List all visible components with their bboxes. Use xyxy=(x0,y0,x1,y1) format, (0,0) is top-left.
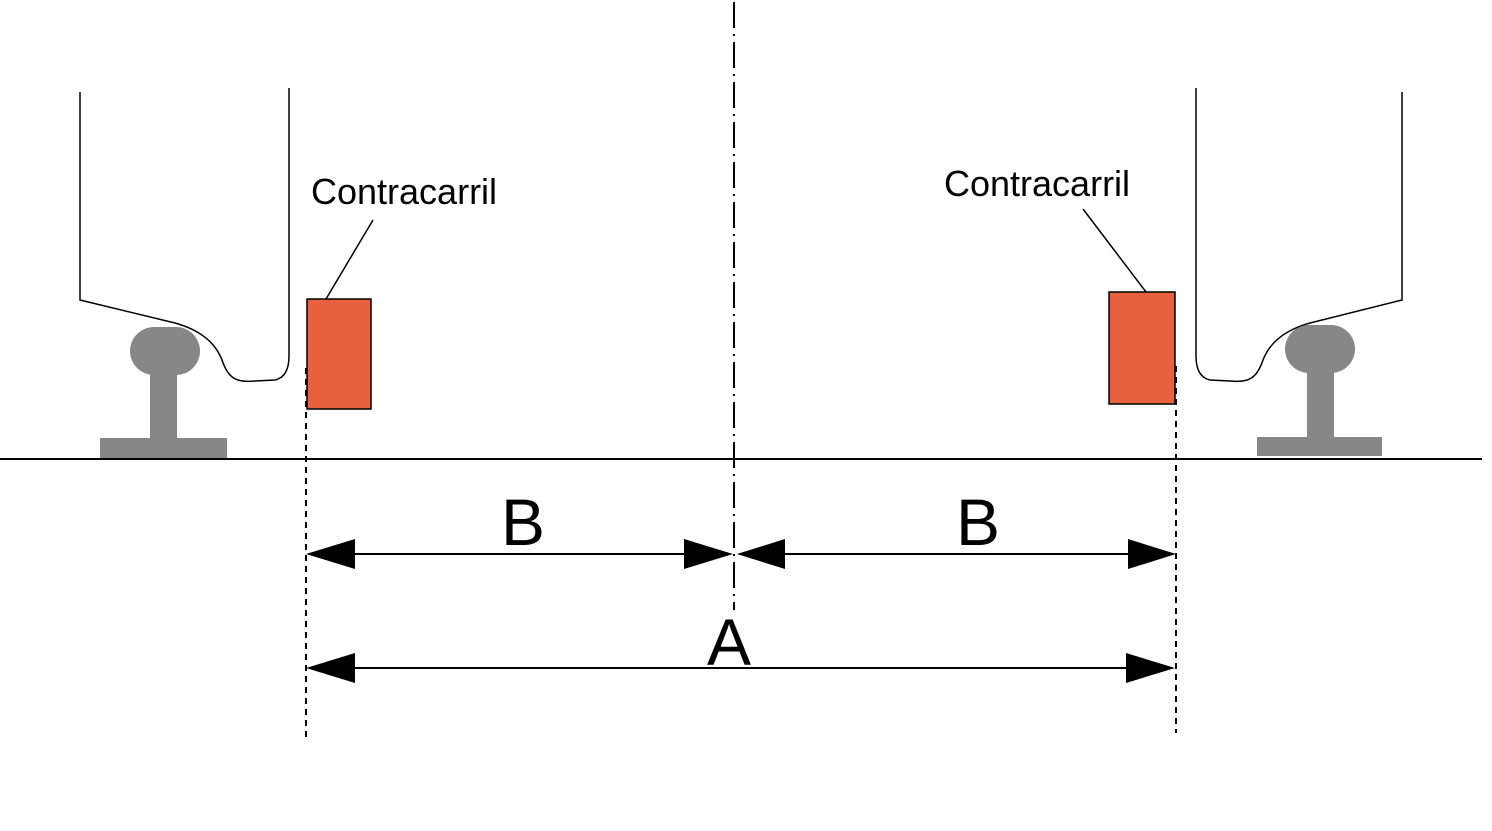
dimension-b-left xyxy=(306,539,733,569)
left-guard-rail-label: Contracarril xyxy=(311,171,497,212)
dimension-a-label: A xyxy=(707,605,751,679)
left-label-leader xyxy=(325,219,374,300)
right-wheel-profile xyxy=(1195,88,1403,383)
arrowhead xyxy=(1128,539,1176,569)
arrowhead xyxy=(1126,653,1175,683)
dimension-b-right-label: B xyxy=(956,485,1000,559)
arrowhead xyxy=(737,539,785,569)
dimension-b-right xyxy=(737,539,1176,569)
left-rail xyxy=(100,327,227,458)
arrowhead xyxy=(306,653,355,683)
right-rail xyxy=(1257,325,1382,456)
right-guard-rail-label: Contracarril xyxy=(944,163,1130,204)
dimension-b-left-label: B xyxy=(501,485,545,559)
arrowhead xyxy=(684,539,733,569)
left-guard-rail xyxy=(306,298,372,410)
arrowhead xyxy=(306,539,355,569)
left-wheel-profile xyxy=(79,88,290,383)
dimension-a xyxy=(306,653,1175,683)
right-guard-rail xyxy=(1108,291,1176,405)
right-label-leader xyxy=(1082,208,1147,293)
